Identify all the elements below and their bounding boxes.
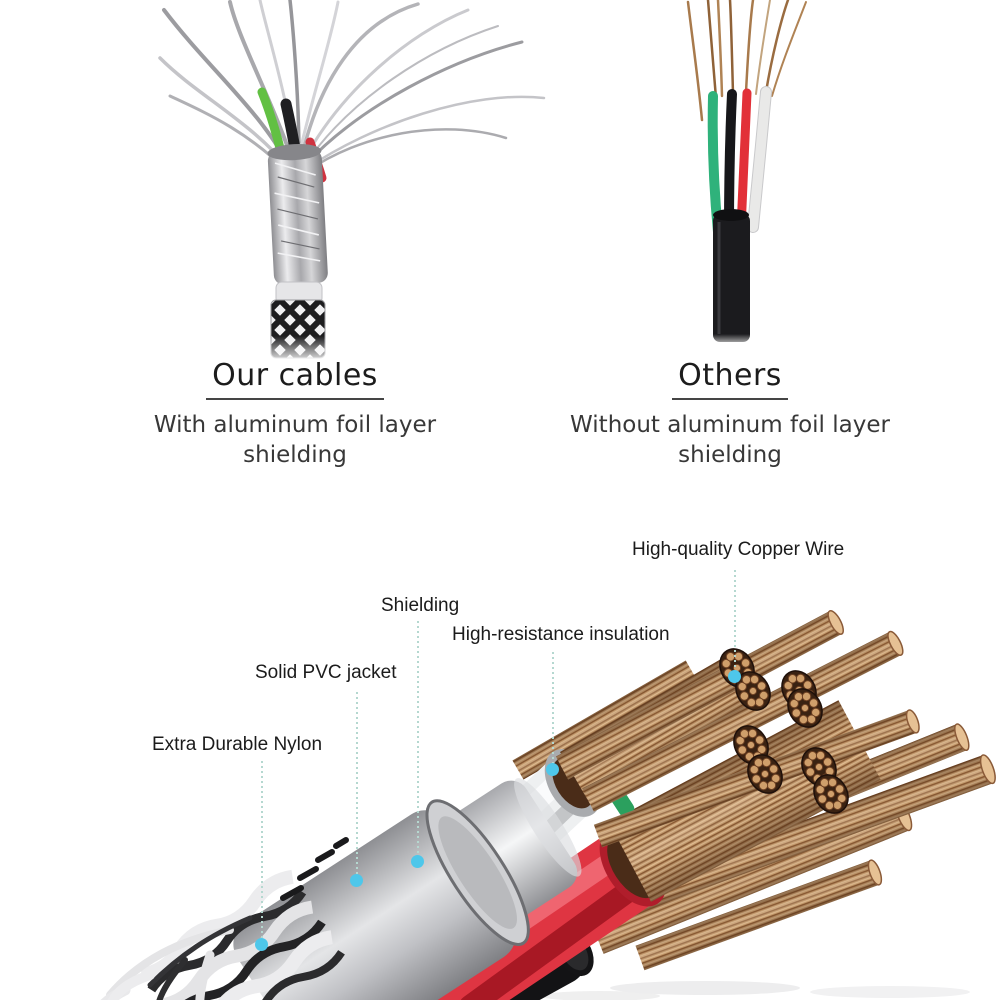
left-column-header: Our cables	[140, 358, 450, 400]
leader-line-insulation	[552, 652, 554, 763]
leader-line-shielding	[417, 621, 419, 855]
left-subtitle-line1: With aluminum foil layer	[153, 412, 437, 438]
copper-strand-bundle	[582, 630, 904, 812]
callout-label-nylon-braid: Extra Durable Nylon	[152, 734, 323, 755]
right-subtitle-line2: shielding	[678, 442, 782, 468]
leader-line-copper-wire	[734, 570, 736, 670]
aluminum-foil-wrap	[267, 143, 328, 285]
right-title: Others	[672, 358, 788, 400]
callout-dot-nylon-braid	[255, 938, 268, 951]
left-subtitle: With aluminum foil layer shielding	[105, 410, 485, 470]
callout-dot-pvc-jacket	[350, 874, 363, 887]
leader-line-pvc-jacket	[356, 692, 358, 874]
left-title: Our cables	[206, 358, 384, 400]
cable-cutaway-illustration	[100, 609, 996, 1000]
callout-dot-copper-wire	[728, 670, 741, 683]
nylon-braid-section	[265, 299, 331, 364]
callout-dot-shielding	[411, 855, 424, 868]
splayed-shield-wires	[158, 0, 546, 174]
pvc-jacket-layer	[233, 799, 530, 1000]
callout-label-copper-wire: High-quality Copper Wire	[632, 539, 845, 560]
leader-line-nylon-braid	[261, 761, 263, 938]
frayed-strands	[100, 915, 253, 1000]
copper-strand-bundle	[606, 754, 996, 921]
bare-copper-tips	[686, 0, 807, 122]
callout-label-pvc-jacket: Solid PVC jacket	[255, 662, 397, 683]
callout-label-insulation: High-resistance insulation	[452, 624, 670, 645]
others-cable-photo	[686, 0, 807, 348]
our-cable-photo	[158, 0, 546, 364]
right-column-header: Others	[545, 358, 915, 400]
left-subtitle-line2: shielding	[243, 442, 347, 468]
right-subtitle: Without aluminum foil layer shielding	[540, 410, 920, 470]
callout-label-shielding: Shielding	[381, 595, 460, 616]
black-pvc-jacket	[708, 209, 756, 348]
ground-shadow	[540, 981, 970, 1000]
right-subtitle-line1: Without aluminum foil layer	[570, 412, 890, 438]
callout-dot-insulation	[546, 763, 559, 776]
nylon-braid-layer	[100, 837, 349, 1000]
braid-edge-dashes	[280, 837, 349, 901]
copper-strand-bundle	[635, 859, 883, 971]
copper-strand-bundle	[555, 609, 844, 780]
